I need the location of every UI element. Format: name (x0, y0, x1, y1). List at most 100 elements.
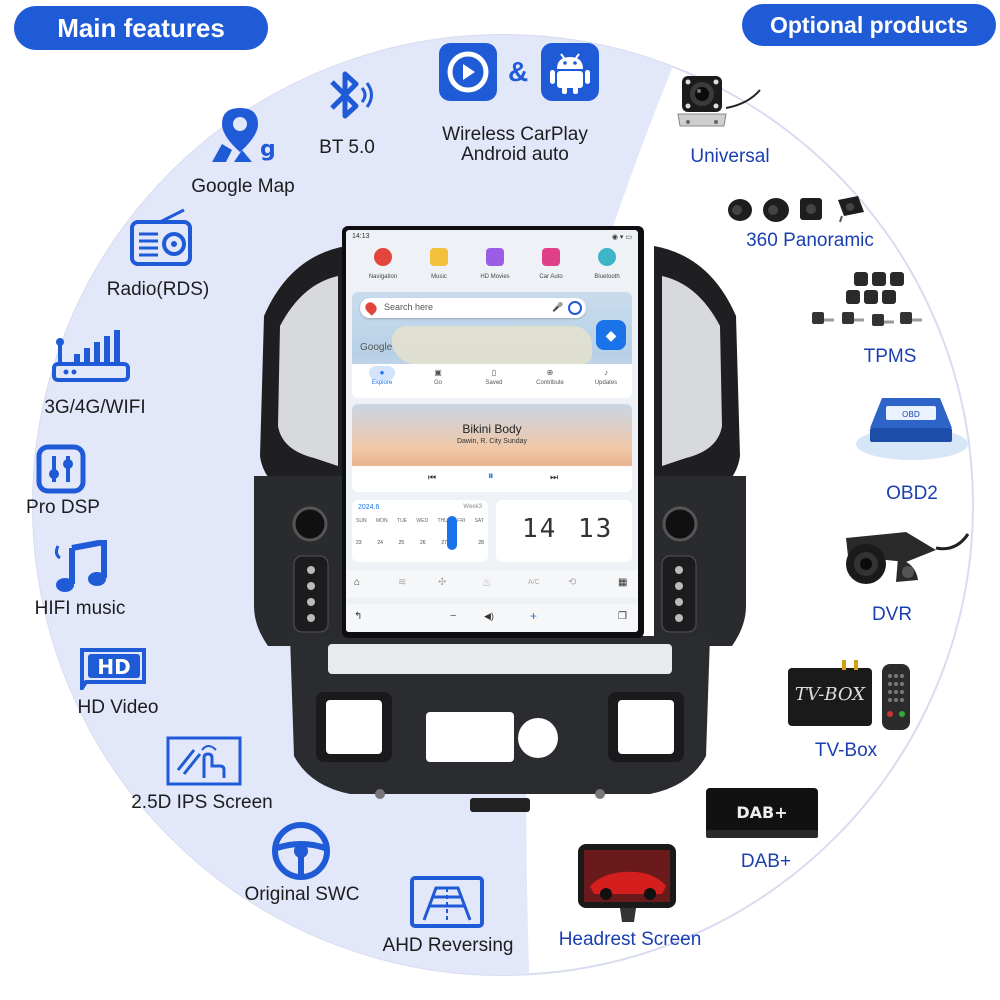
tvbox-image: TV-BOX (788, 660, 910, 730)
bluetooth-app-icon (598, 248, 616, 266)
volume-down-button[interactable]: − (450, 610, 457, 622)
saved-icon: ▯ (491, 368, 497, 377)
radio-label: Radio(RDS) (106, 279, 210, 300)
dsp-mixer-icon (36, 444, 86, 494)
updates-icon: ♪ (604, 368, 608, 377)
carplay-icon (439, 43, 497, 101)
app-bluetooth[interactable]: Bluetooth (582, 248, 632, 288)
hd-video-label: HD Video (77, 697, 159, 718)
panoramic-label: 360 Panoramic (746, 230, 874, 251)
tab-label: Updates (594, 380, 618, 386)
map-card[interactable]: Search here 🎤 ◆ Google ● Explore ▣ Go ▯ … (352, 292, 632, 398)
profile-icon[interactable] (568, 301, 582, 315)
music-app-icon (430, 248, 448, 266)
app-label: Car Auto (539, 274, 563, 280)
universal-camera-image (677, 76, 761, 127)
tab-go[interactable]: ▣ Go (412, 366, 464, 386)
defrost-icon[interactable]: ≋ (398, 577, 407, 588)
day: 24 (377, 540, 383, 546)
tab-contribute[interactable]: ⊕ Contribute (524, 366, 576, 386)
hd-video-icon: HD (80, 648, 146, 690)
weekday: MON (375, 518, 388, 524)
recirculate-icon[interactable]: ⟲ (568, 577, 577, 588)
ac-button[interactable]: A/C (528, 579, 540, 586)
map-tabs: ● Explore ▣ Go ▯ Saved ⊕ Contribute ♪ Up… (352, 364, 632, 398)
weekday: FRI (457, 518, 466, 524)
recents-icon[interactable]: ❐ (618, 611, 627, 622)
tab-updates[interactable]: ♪ Updates (580, 366, 632, 386)
back-icon[interactable]: ↰ (354, 611, 363, 622)
weekday: SAT (474, 518, 484, 524)
weekday: WED (416, 518, 429, 524)
headrest-screen-image (578, 844, 676, 922)
volume-up-button[interactable]: + (530, 609, 538, 623)
bt-label: BT 5.0 (319, 137, 375, 158)
app-car-auto[interactable]: Car Auto (526, 248, 576, 288)
fan-icon[interactable]: ✣ (438, 577, 447, 588)
home-icon[interactable]: ⌂ (354, 577, 361, 588)
day: 26 (419, 540, 426, 546)
svg-text:DAB+: DAB+ (736, 803, 787, 822)
day: 25 (398, 540, 405, 546)
tpms-label: TPMS (863, 346, 917, 367)
app-label: Music (431, 274, 447, 280)
universal-label: Universal (690, 146, 770, 167)
day: 27 (441, 540, 447, 546)
map-pin-icon: g (212, 108, 276, 162)
radio-icon (130, 208, 192, 266)
android-icon (541, 43, 599, 101)
map-brand: Google (360, 342, 393, 353)
app-hd-movies[interactable]: HD Movies (470, 248, 520, 288)
day: 28 (478, 540, 484, 546)
clock-card: 14 13 (496, 500, 632, 562)
next-track-button[interactable]: ⏭ (550, 472, 559, 482)
map-land (392, 326, 592, 364)
ampersand: & (508, 56, 529, 87)
car-auto-app-icon (542, 248, 560, 266)
obd2-scanner-image: OBD (856, 398, 968, 460)
app-music[interactable]: Music (414, 248, 464, 288)
steering-wheel-icon (272, 822, 330, 880)
app-label: HD Movies (480, 274, 510, 280)
nav-bar: ↰ − ◀) + ❐ (346, 604, 638, 632)
clock-hours: 14 (522, 514, 558, 544)
go-icon: ▣ (434, 368, 442, 377)
today-highlight (447, 516, 457, 550)
search-placeholder: Search here (384, 302, 434, 312)
network-signal-icon (52, 330, 130, 382)
music-note-icon (54, 540, 107, 592)
directions-button[interactable]: ◆ (596, 320, 626, 350)
mic-icon[interactable]: 🎤 (552, 302, 564, 312)
dsp-label: Pro DSP (26, 497, 100, 518)
contribute-icon: ⊕ (546, 368, 554, 377)
panoramic-cameras-image (728, 196, 864, 223)
tab-saved[interactable]: ▯ Saved (468, 366, 520, 386)
song-title: Bikini Body (462, 422, 522, 436)
reversing-camera-icon (410, 876, 484, 928)
tab-explore[interactable]: ● Explore (356, 366, 408, 386)
climate-bar: ⌂ ≋ ✣ ♨ A/C ⟲ ▦ (346, 570, 638, 598)
day: 23 (356, 540, 362, 546)
app-row: Navigation Music HD Movies Car Auto Blue… (346, 246, 638, 290)
seat-icon[interactable]: ♨ (482, 577, 492, 589)
apps-grid-icon[interactable]: ▦ (618, 577, 628, 588)
calendar-card: 2024.6 Week3 SUN MON TUE WED THU FRI SAT… (352, 500, 488, 562)
ips-label: 2.5D IPS Screen (131, 792, 273, 813)
dab-label: DAB+ (740, 851, 792, 872)
tab-label: Contribute (536, 380, 564, 386)
app-label: Bluetooth (594, 274, 620, 280)
headrest-label: Headrest Screen (558, 929, 702, 950)
main-features-header: Main features (14, 6, 268, 50)
network-label: 3G/4G/WIFI (44, 397, 146, 418)
prev-track-button[interactable]: ⏮ (428, 472, 437, 482)
map-search-bar[interactable]: Search here 🎤 (360, 298, 586, 318)
music-card[interactable]: Bikini Body Dawin, R. City Sunday ⏮ ⏸ ⏭ (352, 404, 632, 492)
app-navigation[interactable]: Navigation (358, 248, 408, 288)
movies-app-icon (486, 248, 504, 266)
tab-label: Explore (371, 380, 393, 386)
status-time: 14:13 (352, 233, 370, 240)
weekday: THU (437, 518, 448, 524)
obd2-label: OBD2 (886, 483, 938, 504)
explore-icon: ● (369, 366, 395, 380)
pause-button[interactable]: ⏸ (488, 470, 494, 482)
